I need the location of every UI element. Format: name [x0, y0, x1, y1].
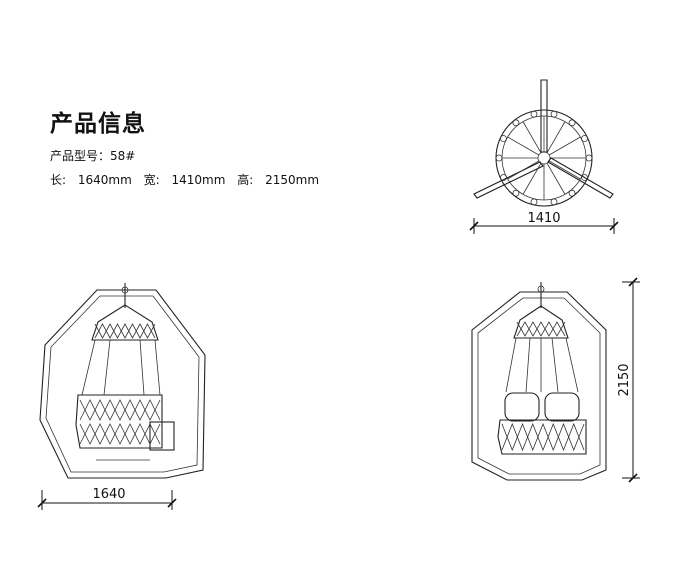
side-dim-label: 1640 — [92, 487, 125, 502]
width-value: 1410mm — [171, 173, 226, 187]
top-view-knob — [500, 174, 507, 181]
front-chain-right — [565, 337, 579, 393]
top-view-spokes — [502, 116, 586, 200]
top-view-knob — [581, 174, 588, 181]
front-pillow-left — [504, 392, 540, 422]
top-view-knob — [500, 135, 507, 142]
top-view-spoke — [548, 160, 581, 180]
top-view-dimension: 1410 — [469, 211, 619, 234]
top-view-knob — [550, 110, 558, 118]
side-canopy-zigzag-a — [94, 323, 156, 339]
top-view-spoke — [546, 162, 566, 195]
front-basket-zigzag-a — [501, 422, 585, 452]
top-view-knob — [550, 198, 558, 206]
top-view-spoke — [546, 121, 566, 154]
front-basket-zigzag-b — [501, 422, 585, 452]
front-basket — [497, 419, 587, 455]
dimension-line: 长: 1640mm 宽: 1410mm 高: 2150mm — [50, 171, 327, 188]
side-chain-right — [154, 339, 161, 396]
length-label: 长: — [50, 173, 67, 187]
side-inner-frame — [45, 295, 200, 473]
top-view-knob — [568, 189, 576, 197]
top-view-knob — [512, 189, 520, 197]
top-view-drawing — [473, 79, 614, 207]
front-canopy-lattice — [516, 321, 566, 337]
side-outer-frame — [39, 289, 206, 479]
model-label: 产品型号： — [50, 149, 111, 163]
front-dim-label: 2150 — [617, 363, 632, 396]
top-view-spoke — [548, 136, 581, 156]
top-view-knob — [581, 135, 588, 142]
height-label: 高: — [237, 173, 254, 187]
side-view-drawing — [39, 283, 206, 479]
front-basket-lattice — [501, 422, 585, 452]
front-hook — [537, 285, 545, 293]
front-chain-mid-left — [525, 337, 531, 393]
front-chain-mid-right — [551, 337, 559, 393]
front-canopy-zigzag-b — [516, 321, 566, 337]
top-view-leg-top — [540, 79, 548, 153]
top-view-knob — [585, 154, 593, 162]
side-chain-mid-left — [103, 339, 111, 396]
top-view-knob — [495, 154, 503, 162]
side-canopy-lattice — [94, 323, 156, 339]
top-view-spoke — [507, 136, 540, 156]
side-basket-lower-zigzag-b — [79, 423, 161, 445]
top-view-knob — [530, 110, 538, 118]
side-hook — [121, 286, 129, 294]
front-view-drawing — [471, 282, 607, 481]
front-pillow-right — [544, 392, 580, 422]
width-label: 宽: — [143, 173, 160, 187]
side-chain-left — [81, 339, 96, 396]
model-value: 58# — [110, 149, 136, 163]
front-canopy-zigzag-a — [516, 321, 566, 337]
side-canopy — [91, 304, 159, 341]
side-basket — [75, 394, 163, 449]
front-outer-frame — [471, 291, 607, 481]
top-view-knob — [512, 119, 520, 127]
front-inner-frame — [477, 297, 601, 475]
height-value: 2150mm — [265, 173, 320, 187]
side-basket-upper-zigzag-b — [79, 399, 161, 421]
side-cushion — [149, 421, 175, 451]
side-view-dimension: 1640 — [37, 487, 177, 510]
page-title: 产品信息 — [50, 111, 146, 137]
top-view-leg-left — [473, 161, 544, 199]
top-dim-label: 1410 — [527, 211, 560, 226]
top-view-knob — [530, 198, 538, 206]
side-basket-lattice — [79, 399, 161, 445]
side-basket-lower-zigzag-a — [79, 423, 161, 445]
top-view-leg-right — [547, 157, 614, 199]
top-view-knob — [568, 119, 576, 127]
length-value: 1640mm — [77, 173, 132, 187]
front-view-dimension: 2150 — [617, 277, 640, 483]
side-chain-mid-right — [139, 339, 145, 396]
side-canopy-zigzag-b — [94, 323, 156, 339]
front-chain-left — [505, 337, 517, 393]
model-line: 产品型号：58# — [50, 147, 135, 164]
top-view-ring-knobs — [495, 110, 593, 206]
side-basket-upper-zigzag-a — [79, 399, 161, 421]
top-view-spoke — [522, 121, 542, 154]
